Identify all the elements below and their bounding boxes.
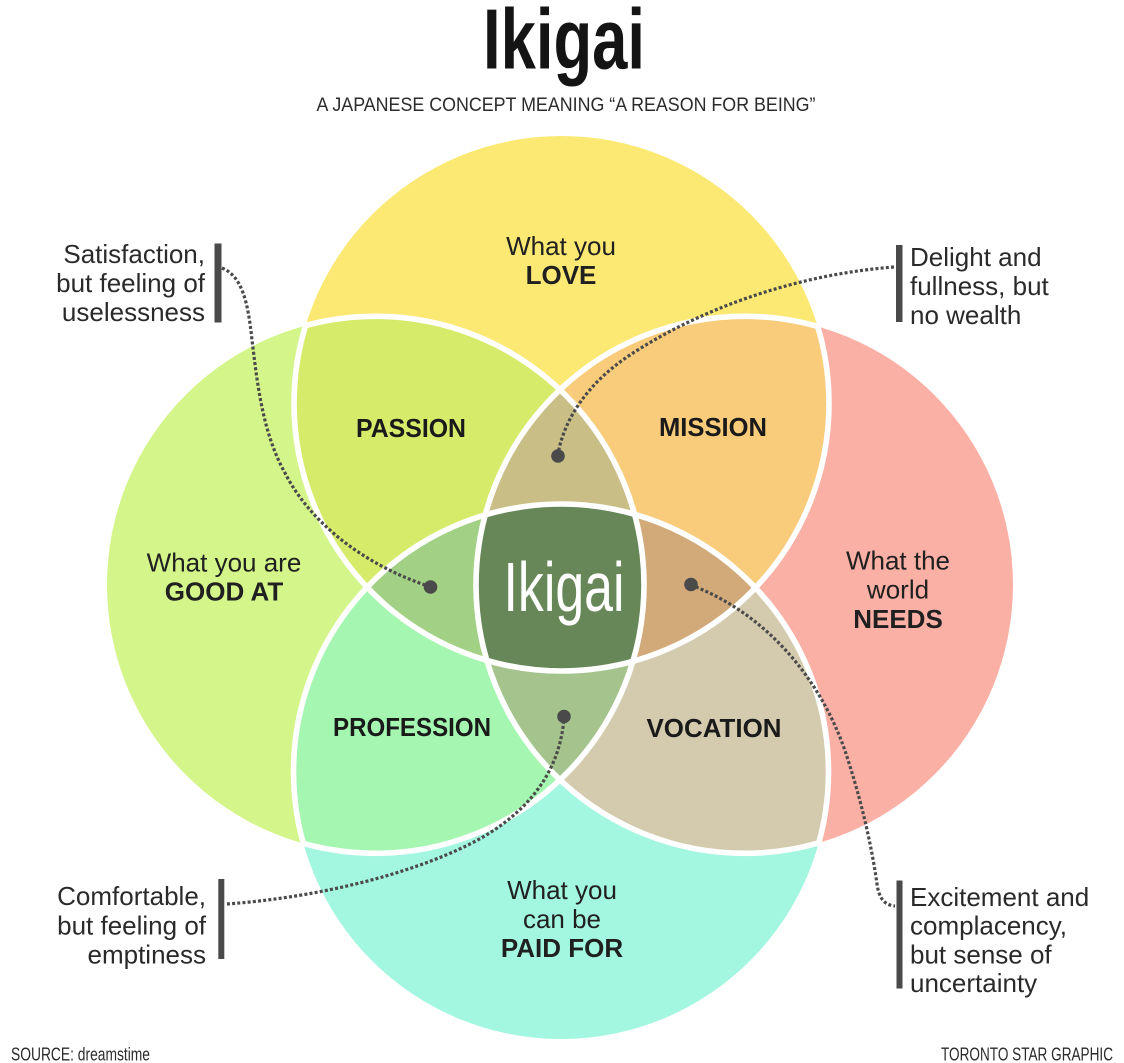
- svg-text:PASSION: PASSION: [356, 415, 466, 443]
- svg-text:PAID FOR: PAID FOR: [501, 933, 624, 963]
- svg-text:SOURCE: dreamstime: SOURCE: dreamstime: [11, 1044, 150, 1063]
- svg-text:A JAPANESE CONCEPT MEANING “A: A JAPANESE CONCEPT MEANING “A REASON FOR…: [317, 94, 816, 116]
- svg-text:GOOD AT: GOOD AT: [165, 577, 284, 607]
- svg-text:What you: What you: [507, 875, 617, 905]
- svg-text:Excitement and: Excitement and: [910, 882, 1089, 912]
- svg-text:Ikigai: Ikigai: [504, 548, 625, 626]
- svg-text:fullness, but: fullness, but: [910, 271, 1050, 301]
- svg-text:What the: What the: [846, 546, 950, 576]
- svg-text:uncertainty: uncertainty: [910, 968, 1037, 998]
- svg-text:What you: What you: [506, 231, 616, 261]
- svg-text:but feeling of: but feeling of: [56, 268, 206, 298]
- svg-text:Delight and: Delight and: [910, 242, 1042, 272]
- svg-text:can be: can be: [523, 904, 601, 934]
- svg-text:Comfortable,: Comfortable,: [57, 881, 206, 911]
- svg-text:emptiness: emptiness: [88, 940, 207, 970]
- svg-text:no wealth: no wealth: [910, 300, 1021, 330]
- svg-text:MISSION: MISSION: [659, 414, 767, 442]
- svg-text:complacency,: complacency,: [910, 911, 1067, 941]
- svg-text:TORONTO STAR GRAPHIC: TORONTO STAR GRAPHIC: [941, 1044, 1113, 1063]
- svg-text:LOVE: LOVE: [526, 260, 597, 290]
- svg-text:but sense of: but sense of: [910, 940, 1052, 970]
- svg-text:NEEDS: NEEDS: [853, 604, 943, 634]
- svg-text:PROFESSION: PROFESSION: [333, 714, 491, 742]
- svg-text:but feeling of: but feeling of: [57, 911, 207, 941]
- svg-text:world: world: [866, 575, 929, 605]
- svg-text:Ikigai: Ikigai: [483, 0, 645, 88]
- svg-text:uselessness: uselessness: [62, 297, 205, 327]
- svg-text:What you are: What you are: [147, 548, 302, 578]
- svg-text:VOCATION: VOCATION: [647, 715, 782, 743]
- svg-text:Satisfaction,: Satisfaction,: [63, 239, 205, 269]
